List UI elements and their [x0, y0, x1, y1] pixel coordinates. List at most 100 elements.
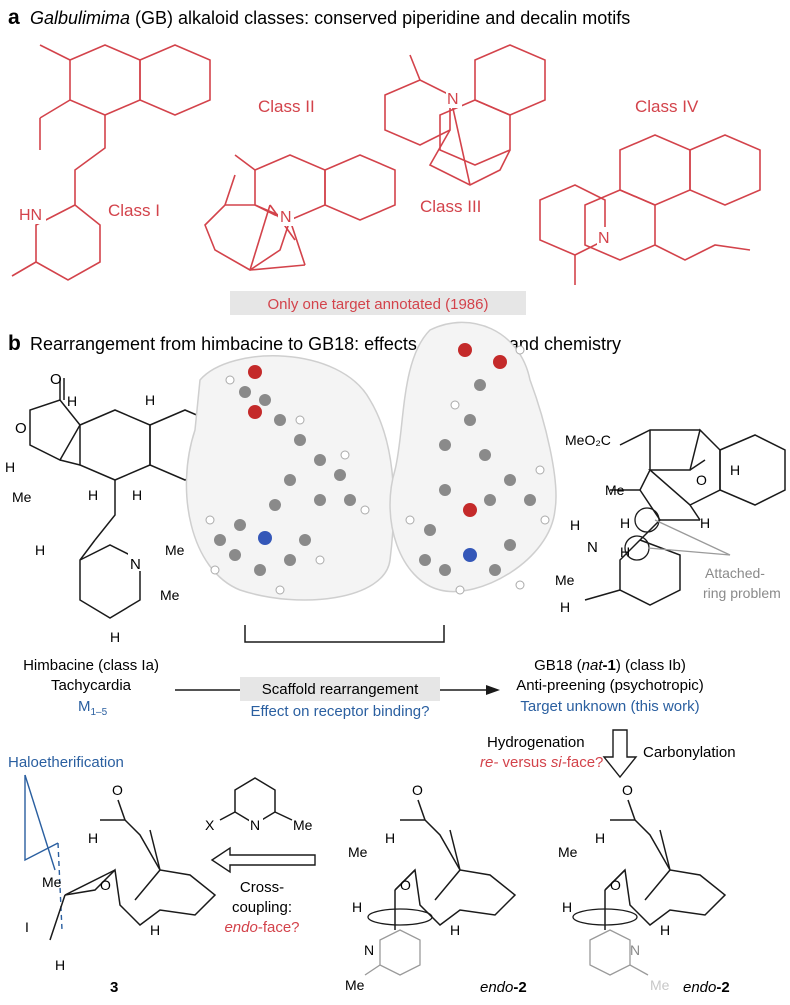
rearrangement-label: Scaffold rearrangement	[262, 681, 419, 698]
himbacine-o1: O	[50, 371, 62, 388]
attached-ring-circle-1	[634, 507, 660, 533]
panel-a-letter: a	[8, 6, 20, 29]
endo-2b-n: N	[630, 942, 640, 958]
himbacine-h5: H	[132, 487, 142, 503]
endo-2b-h2: H	[562, 899, 572, 915]
haloetherification-dash	[57, 842, 63, 931]
himbacine-me2: Me	[165, 542, 185, 558]
gb18-3d-model	[389, 321, 557, 595]
himbacine-h4: H	[88, 487, 98, 503]
gb18-name-a: GB18 (	[534, 657, 582, 674]
endo-2a-label: endo-2	[480, 979, 527, 996]
annotation-box	[230, 291, 526, 315]
haloetherification-line	[24, 774, 56, 871]
compound-3-structure	[49, 799, 217, 941]
himbacine-3d-model	[185, 355, 395, 601]
gb18-me2: Me	[555, 572, 575, 588]
class-i-structure	[11, 44, 211, 281]
himbacine-n-bg	[128, 553, 144, 571]
endo-2b-rotation	[572, 908, 638, 926]
cross-coupling-face: -face?	[258, 919, 300, 936]
endo-2a-me2: Me	[345, 977, 365, 993]
pyridine-n-bg	[249, 815, 263, 831]
cross-coupling-1: Cross-	[240, 879, 284, 896]
rearrangement-arrowhead	[486, 685, 500, 695]
endo-2b-label: endo-2	[683, 979, 730, 996]
endo-2a-n: N	[364, 942, 374, 958]
endo-2a-structure	[394, 799, 517, 930]
gb18-structure	[584, 428, 786, 606]
panel-a-title-genus: Galbulimima	[30, 8, 130, 28]
endo-2b-o2: O	[610, 877, 621, 893]
endo-2b-label-italic: endo	[683, 979, 716, 996]
class-iii-n: N	[447, 91, 459, 108]
annotation-text: Only one target annotated (1986)	[268, 296, 489, 313]
endo-2b-h3: H	[660, 922, 670, 938]
gb18-effect: Anti-preening (psychotropic)	[516, 677, 704, 694]
class-ii-n-bg	[278, 206, 294, 226]
himbacine-target-sub: 1–5	[91, 707, 108, 718]
pyridine-reagent	[219, 777, 293, 825]
endo-2a-label-bold: -2	[513, 979, 526, 996]
gb18-target: Target unknown (this work)	[520, 698, 699, 715]
gb18-h2: H	[700, 515, 710, 531]
attached-ring-label-1: Attached-	[705, 565, 765, 581]
panel-b-letter: b	[8, 332, 21, 355]
class-ii-label: Class II	[258, 97, 315, 116]
gb18-n-bg	[586, 536, 602, 554]
gb18-name-tail: ) (class Ib)	[616, 657, 686, 674]
endo-2b-me: Me	[558, 844, 578, 860]
gb18-h6: H	[560, 599, 570, 615]
endo-2a-o2: O	[400, 877, 411, 893]
endo-2a-me: Me	[348, 844, 368, 860]
himbacine-effect: Tachycardia	[51, 677, 132, 694]
hydrogenation-label: Hydrogenation	[487, 734, 585, 751]
bracket	[244, 625, 445, 643]
cross-coupling-2: coupling:	[232, 899, 292, 916]
rearrangement-label-bg	[240, 677, 440, 701]
face-question: re- versus si-face?	[480, 754, 603, 771]
compound-3-h3: H	[55, 957, 65, 973]
gb18-n: N	[587, 539, 598, 556]
class-iv-structure	[539, 134, 761, 285]
cross-coupling-endo: endo	[224, 919, 257, 936]
himbacine-h6: H	[35, 542, 45, 558]
compound-3-number: 3	[110, 979, 118, 996]
himbacine-h7: H	[110, 629, 120, 645]
class-iv-label: Class IV	[635, 97, 699, 116]
endo-2a-o: O	[412, 782, 423, 798]
face-versus: versus	[498, 754, 551, 771]
compound-3-h1: H	[88, 830, 98, 846]
face-si: si-	[551, 754, 567, 771]
compound-3-o: O	[112, 782, 123, 798]
class-ii-n: N	[280, 209, 292, 226]
himbacine-target-main: M	[78, 698, 91, 715]
class-iii-structure	[384, 44, 546, 186]
compound-3-h2: H	[150, 922, 160, 938]
gb18-h3: H	[570, 517, 580, 533]
cross-coupling-3: endo-face?	[224, 919, 299, 936]
attached-ring-pointer	[647, 519, 731, 556]
cross-coupling-arrow	[210, 846, 316, 874]
himbacine-me1: Me	[12, 489, 32, 505]
endo-2b-pyridine	[589, 929, 649, 976]
pyridine-x: X	[205, 817, 215, 833]
class-iv-n: N	[598, 230, 610, 247]
himbacine-n: N	[130, 556, 141, 573]
endo-2b-label-bold: -2	[716, 979, 729, 996]
endo-2a-h2: H	[352, 899, 362, 915]
gb18-h1: H	[730, 462, 740, 478]
endo-2a-h1: H	[385, 830, 395, 846]
face-end: face?	[567, 754, 604, 771]
himbacine-h2: H	[145, 392, 155, 408]
himbacine-o2: O	[15, 420, 27, 437]
endo-2b-o: O	[622, 782, 633, 798]
face-re: re-	[480, 754, 498, 771]
himbacine-h1: H	[67, 393, 77, 409]
compound-3-i: I	[25, 919, 29, 935]
himbacine-h3: H	[5, 459, 15, 475]
endo-2b-h1: H	[595, 830, 605, 846]
compound-3-me: Me	[42, 874, 62, 890]
receptor-question: Effect on receptor binding?	[250, 703, 429, 720]
